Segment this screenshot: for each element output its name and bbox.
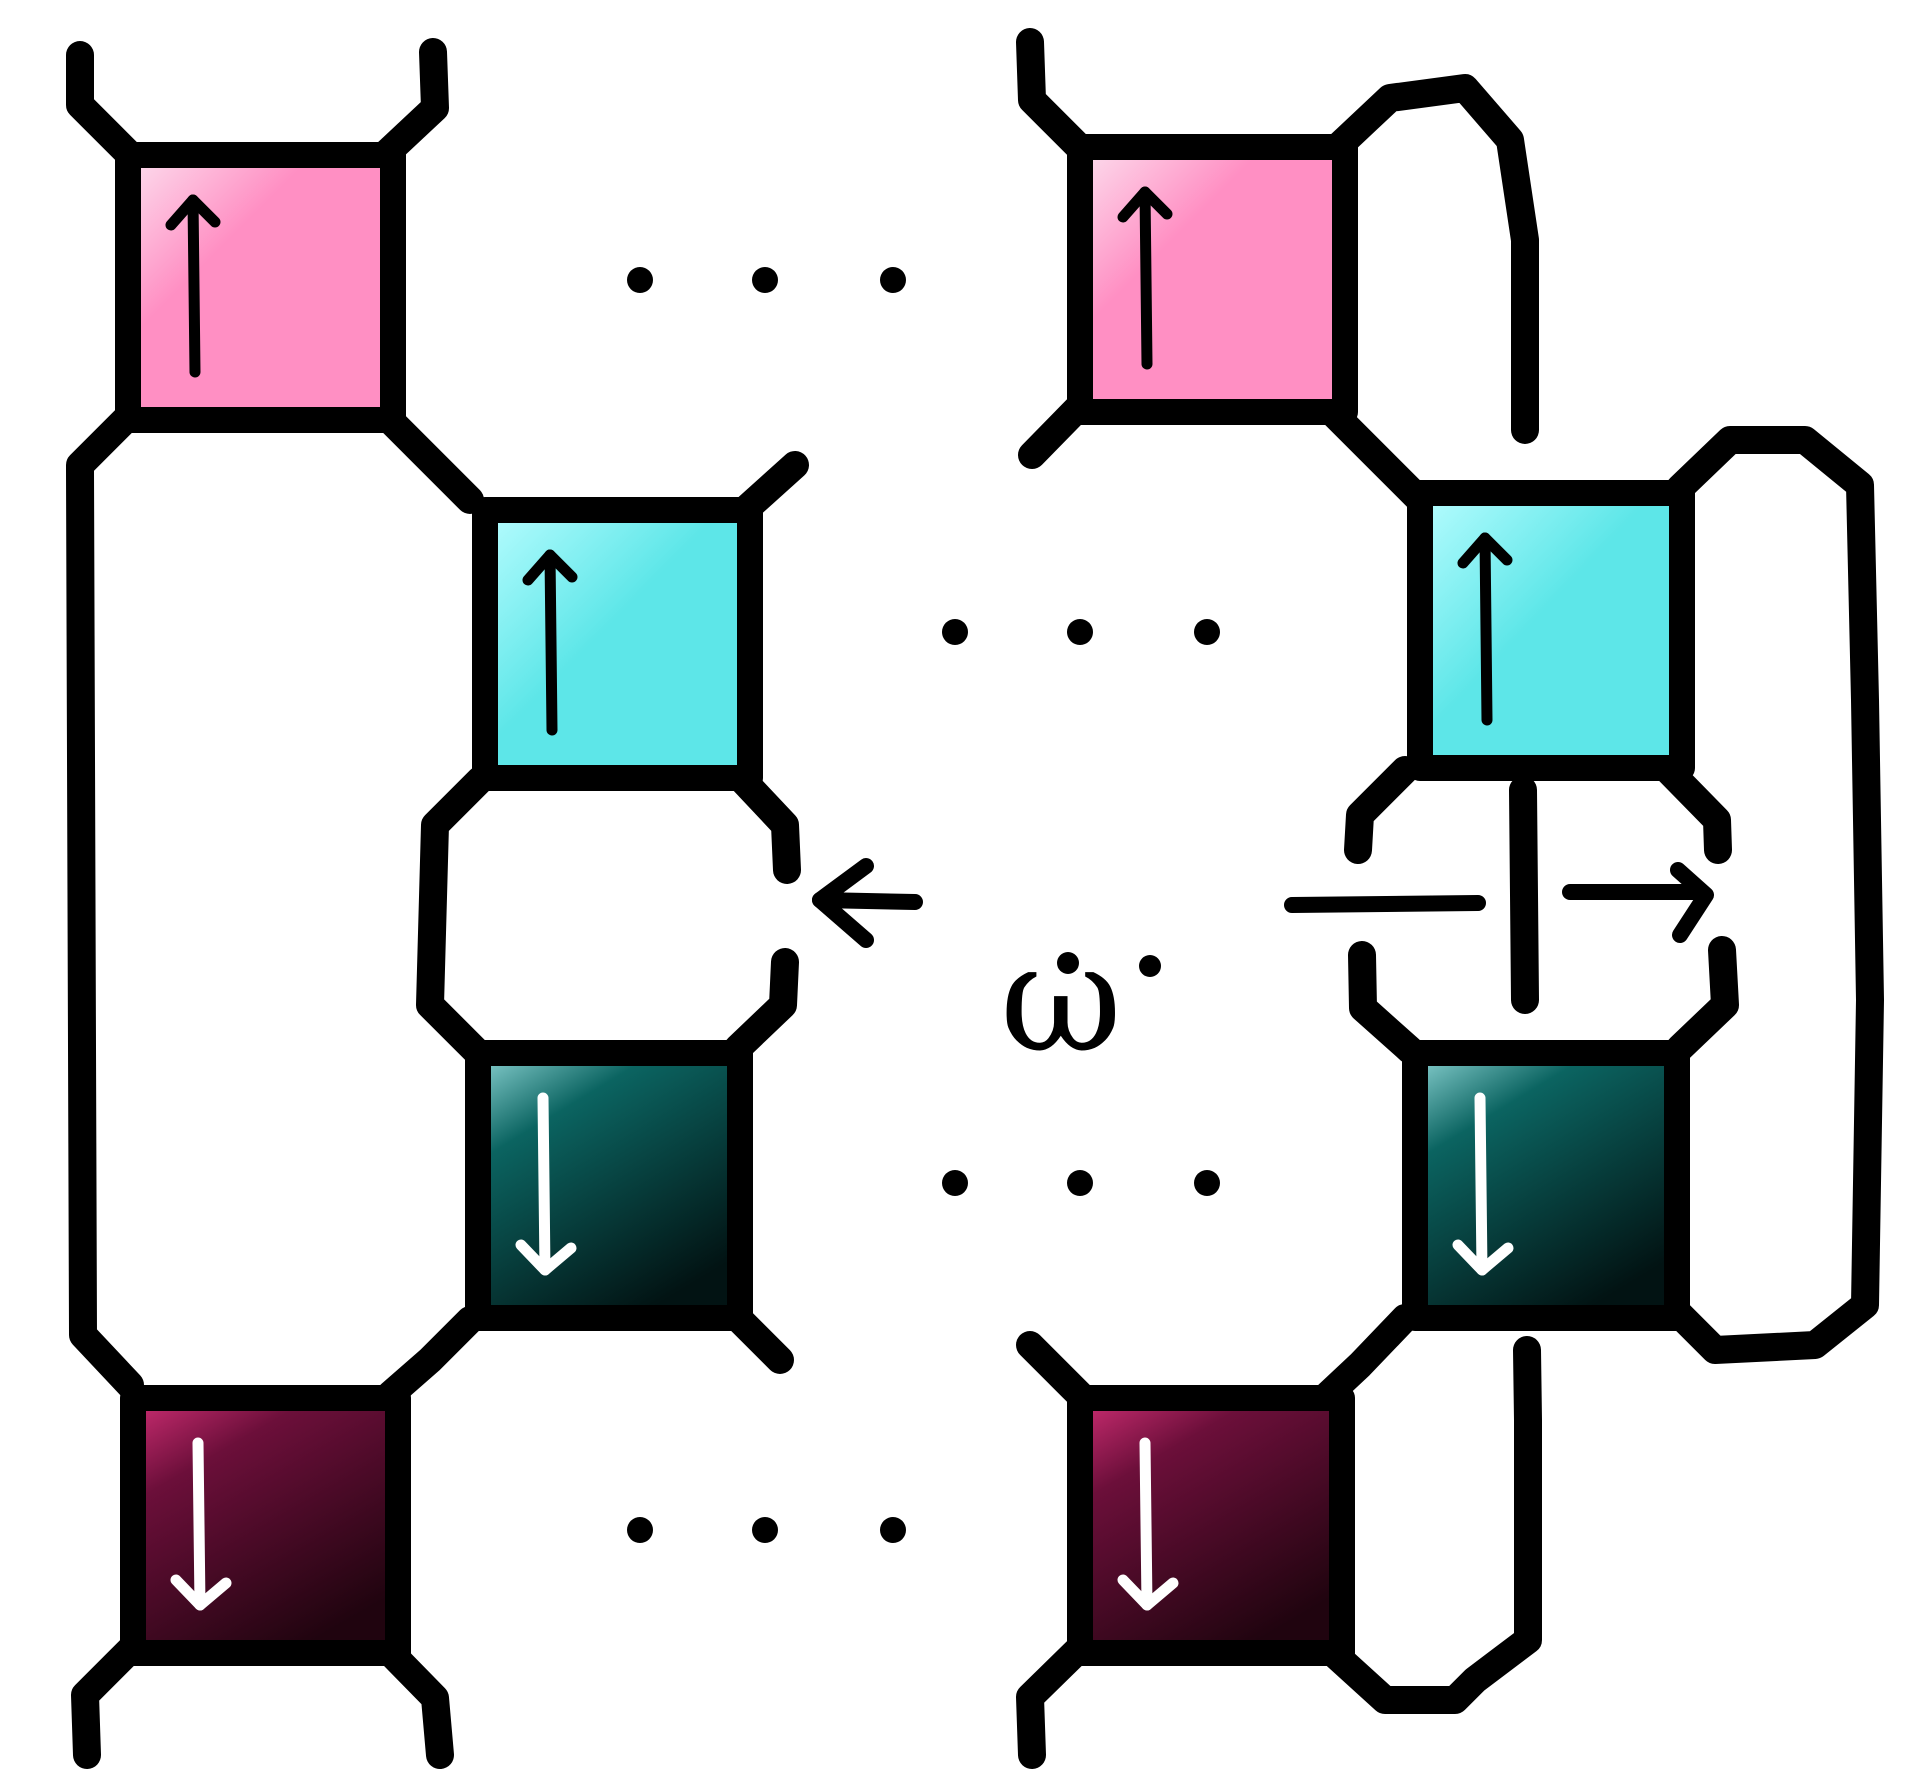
cyan-box-right <box>1407 480 1695 781</box>
cyan-box-right-arrow-up-icon <box>1479 532 1493 726</box>
ellipsis-dot <box>627 1517 653 1543</box>
teal-box-right <box>1402 1040 1690 1331</box>
wire-left-outer-loop <box>66 406 144 1399</box>
magenta-box-left-rect <box>120 1385 411 1666</box>
pink-box-right-rect <box>1067 134 1358 425</box>
ellipsis-dot <box>752 1517 778 1543</box>
magenta-box-right-arrowhead-icon <box>1117 1574 1179 1611</box>
wire-pink-right-top-left-leg <box>1016 28 1096 164</box>
omega-dot-left <box>1057 952 1079 974</box>
ellipsis-rows <box>627 267 1220 1543</box>
wire-magenta-right-top-left-leg <box>1016 1331 1094 1409</box>
pink-box-right-arrow-up-icon <box>1139 186 1153 370</box>
ellipsis-dot <box>880 1517 906 1543</box>
teal-box-left-rect <box>465 1040 753 1331</box>
wire-cyan-right-bottom-right-leg <box>1654 756 1732 864</box>
wire-magenta-left-bottom-right-leg <box>374 1636 454 1769</box>
ellipsis-dot <box>942 1170 968 1196</box>
wire-magenta-right-loop <box>1316 1336 1542 1714</box>
wire-right-arrow-head <box>1670 862 1714 943</box>
ellipsis-row-3 <box>942 1170 1220 1196</box>
ellipsis-dot <box>1194 619 1220 645</box>
teal-box-right-arrowhead-icon <box>1452 1239 1514 1276</box>
wire-teal-right-top-left-leg <box>1348 941 1424 1064</box>
ellipsis-dot <box>942 619 968 645</box>
cyan-box-left <box>472 497 763 791</box>
teal-box-left-arrow-down-icon <box>537 1092 551 1276</box>
magenta-box-right-rect <box>1067 1385 1355 1666</box>
magenta-box-left <box>120 1385 411 1666</box>
pink-box-right-arrowhead-icon <box>1117 186 1173 223</box>
magenta-box-left-arrowhead-icon <box>170 1574 232 1611</box>
wire-right-arrow-shaft <box>1284 895 1486 913</box>
cyan-box-left-arrowhead-icon <box>522 549 578 586</box>
wire-teal-left-top-right-leg <box>724 948 799 1062</box>
wire-cyan-teal-inner-loop <box>416 766 494 1064</box>
wire-left-arrow-shaft <box>812 892 923 910</box>
ellipsis-row-4 <box>627 1517 906 1543</box>
cyan-box-right-rect <box>1407 480 1695 781</box>
wire-pink-to-cyan-left <box>376 406 484 514</box>
wire-pink-left-top-right-leg <box>374 38 449 166</box>
omega-label-group: ω <box>1000 912 1161 1086</box>
teal-box-right-arrow-down-icon <box>1474 1092 1488 1276</box>
cyan-box-left-arrow-up-icon <box>544 549 558 736</box>
wire-teal-to-magenta-right <box>1314 1304 1419 1409</box>
wire-cyan-right-bottom-left-leg <box>1344 756 1419 864</box>
wire-magenta-left-bottom-left-leg <box>71 1636 144 1769</box>
pink-box-left-arrowhead-icon <box>165 194 221 231</box>
cyan-box-left-rect <box>472 497 763 791</box>
cyan-box-right-arrowhead-icon <box>1457 532 1513 569</box>
ellipsis-dot <box>1194 1170 1220 1196</box>
pink-box-left <box>115 142 406 433</box>
teal-box-right-rect <box>1402 1040 1690 1331</box>
ellipsis-dot <box>1067 1170 1093 1196</box>
wire-teal-right-top-right-leg <box>1666 936 1739 1062</box>
boxes <box>115 134 1695 1666</box>
wire-magenta-right-bottom-left-leg <box>1016 1636 1092 1769</box>
wire-right-outer-loop <box>1661 426 1884 1364</box>
wire-teal-to-magenta-left <box>376 1306 484 1409</box>
magenta-box-right-arrow-down-icon <box>1139 1437 1153 1611</box>
ellipsis-dot <box>1067 619 1093 645</box>
magenta-box-left-arrow-down-icon <box>192 1437 206 1611</box>
ellipsis-dot <box>627 267 653 293</box>
wire-right-vertical-cut <box>1509 776 1539 1014</box>
wire-pink-left-top-left-leg <box>66 41 144 169</box>
wire-left-arrow-head <box>812 858 874 948</box>
pink-box-left-arrow-up-icon <box>187 194 201 378</box>
pink-box-right <box>1067 134 1358 425</box>
pink-box-left-rect <box>115 142 406 433</box>
ellipsis-dot <box>880 267 906 293</box>
teal-box-left <box>465 1040 753 1331</box>
ellipsis-dot <box>752 267 778 293</box>
teal-box-left-arrowhead-icon <box>515 1239 577 1276</box>
wire-cyan-left-bottom-right-leg <box>724 761 801 884</box>
magenta-box-right <box>1067 1385 1355 1666</box>
omega-dot-right <box>1139 955 1161 977</box>
wire-pink-right-top-loop <box>1326 74 1539 444</box>
wire-pink-to-cyan-right <box>1316 396 1434 514</box>
omega-label: ω <box>1000 912 1122 1086</box>
ellipsis-row-1 <box>627 267 906 293</box>
ellipsis-row-2 <box>942 619 1220 645</box>
